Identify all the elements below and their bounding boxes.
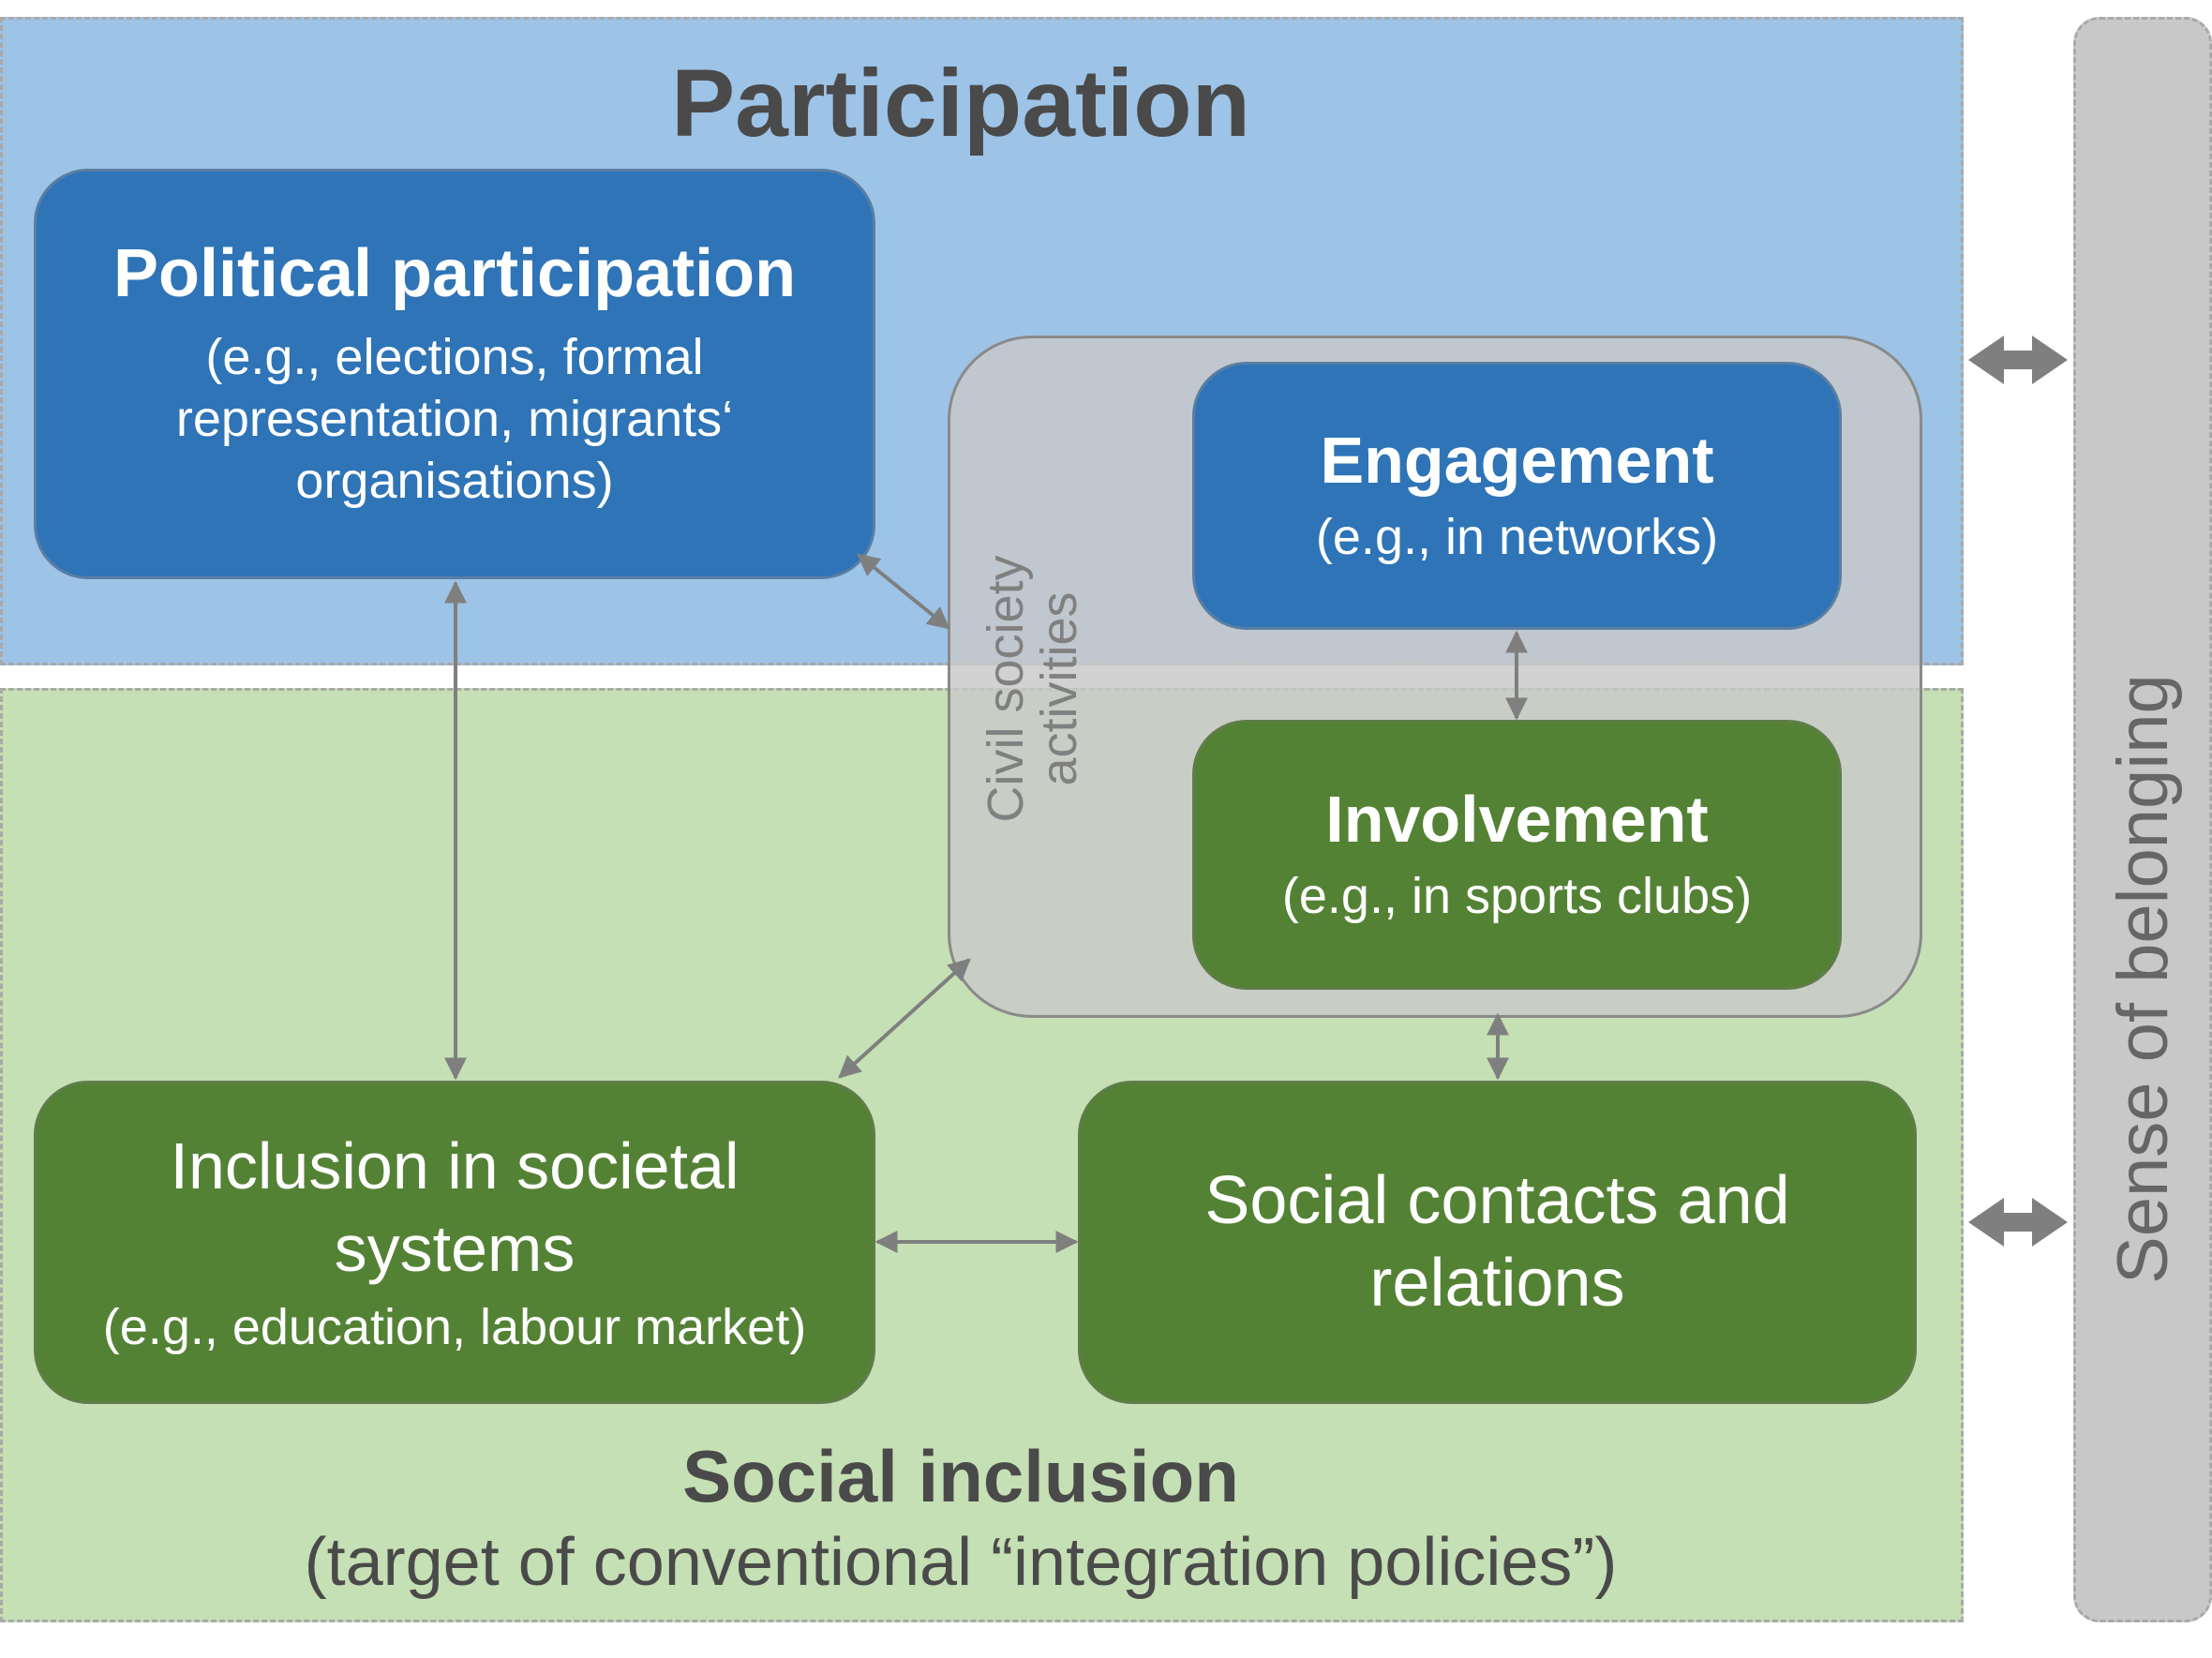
belonging-arrow-upper: [1968, 336, 2068, 384]
arrow-political-civil-society: [857, 553, 950, 630]
political-participation-examples: (e.g., elections, formal representation,…: [175, 329, 734, 509]
belonging-arrow-lower: [1968, 1198, 2068, 1247]
arrow-civil-society-societal: [838, 958, 971, 1079]
engagement-examples: (e.g., in networks): [1315, 509, 1719, 566]
social-contacts-title: Social contacts and relations: [1204, 1162, 1790, 1321]
social-contacts-box: Social contacts and relations: [1078, 1081, 1917, 1404]
societal-systems-examples: (e.g., education, labour market): [102, 1299, 807, 1356]
participation-heading: Participation: [671, 50, 1250, 157]
social-inclusion-heading: Social inclusion: [682, 1435, 1239, 1517]
engagement-title: Engagement: [1320, 424, 1714, 498]
involvement-box: Involvement (e.g., in sports clubs): [1192, 720, 1842, 990]
involvement-examples: (e.g., in sports clubs): [1281, 868, 1753, 925]
social-inclusion-subtitle: (target of conventional “integration pol…: [304, 1525, 1618, 1600]
political-participation-title: Political participation: [112, 236, 797, 312]
societal-systems-box: Inclusion in societal systems (e.g., edu…: [34, 1081, 875, 1404]
involvement-title: Involvement: [1325, 783, 1709, 857]
societal-systems-title: Inclusion in societal systems: [170, 1129, 740, 1285]
engagement-box: Engagement (e.g., in networks): [1192, 362, 1842, 630]
sense-of-belonging-bar: [2073, 17, 2212, 1622]
political-participation-box: Political participation (e.g., elections…: [34, 169, 875, 579]
